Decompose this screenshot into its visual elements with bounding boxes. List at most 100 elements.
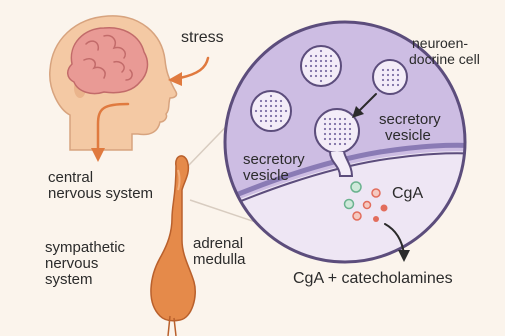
stress-arrow [168,58,208,86]
vesicle-granule-dot [265,115,267,117]
vesicle-granule-dot [310,70,312,72]
vesicle-granule-dot [280,110,282,112]
label-stress: stress [181,30,224,47]
vesicle-granule-dot [325,70,327,72]
vesicle-granule-dot [270,120,272,122]
vesicle-granule-dot [329,128,331,130]
vesicle-granule-dot [270,95,272,97]
vesicle-granule-dot [339,128,341,130]
vesicle-granule-dot [329,143,331,145]
vesicle-granule-dot [325,55,327,57]
vesicle-granule-dot [280,105,282,107]
vesicle-granule-dot [392,79,394,81]
label-adrenal-medulla-1: adrenal [193,236,243,252]
vesicle-granule-dot [320,50,322,52]
vesicle-granule-dot [339,118,341,120]
vesicle-granule-dot [260,110,262,112]
vesicle-granule-dot [334,123,336,125]
label-sympathetic-nervous-system-2: nervous [45,256,98,272]
vesicle-granule-dot [344,118,346,120]
vesicle-granule-dot [324,118,326,120]
brain-icon [68,28,148,94]
vesicle-granule-dot [330,65,332,67]
vesicle-granule-dot [310,60,312,62]
vesicle-granule-dot [270,105,272,107]
vesicle-granule-dot [330,75,332,77]
vesicle-top-right [373,60,407,94]
label-central-nervous-system-2: nervous system [48,186,153,202]
label-central-nervous-system-1: central [48,170,93,186]
vesicle-granule-dot [349,123,351,125]
vesicle-granule-dot [324,128,326,130]
vesicle-granule-dot [334,138,336,140]
vesicle-granule-dot [387,69,389,71]
vesicle-granule-dot [349,128,351,130]
vesicle-granule-dot [330,55,332,57]
vesicle-granule-dot [382,84,384,86]
vesicle-granule-dot [275,115,277,117]
vesicle-granule-dot [275,105,277,107]
vesicle-granule-dot [260,120,262,122]
vesicle-granule-dot [387,84,389,86]
vesicle-granule-dot [320,55,322,57]
vesicle-granule-dot [260,115,262,117]
vesicle-granule-dot [280,100,282,102]
vesicle-granule-dot [329,133,331,135]
vesicle-granule-dot [344,133,346,135]
label-secretory-vesicle-left-1: secretory [243,152,305,168]
vesicle-granule-dot [280,120,282,122]
vesicle-granule-dot [260,105,262,107]
vesicle-granule-dot [330,70,332,72]
vesicle-granule-dot [339,138,341,140]
vesicle-granule-dot [315,70,317,72]
vesicle-granule-dot [270,100,272,102]
vesicle-granule-dot [382,79,384,81]
vesicle-granule-dot [285,110,287,112]
vesicle-granule-dot [349,133,351,135]
vesicle-granule-dot [392,74,394,76]
vesicle-granule-dot [315,60,317,62]
vesicle-granule-dot [275,120,277,122]
vesicle-granule-dot [324,138,326,140]
vesicle-granule-dot [310,65,312,67]
vesicle-granule-dot [334,133,336,135]
vesicle-granule-dot [265,110,267,112]
vesicle-granule-dot [329,118,331,120]
label-cga: CgA [392,186,423,203]
vesicle-granule-dot [329,138,331,140]
vesicle-granule-dot [320,75,322,77]
vesicle-granule-dot [349,138,351,140]
vesicle-granule-dot [329,123,331,125]
vesicle-granule-dot [339,123,341,125]
vesicle-granule-dot [397,69,399,71]
vesicle-granule-dot [397,74,399,76]
vesicle-granule-dot [325,60,327,62]
vesicle-granule-dot [270,110,272,112]
vesicle-granule-dot [320,70,322,72]
vesicle-granule-dot [397,79,399,81]
vesicle-granule-dot [344,143,346,145]
label-sympathetic-nervous-system-3: system [45,272,93,288]
label-secretory-vesicle-right-1: secretory [379,112,441,128]
vesicle-granule-dot [334,118,336,120]
label-neuroendocrine-cell-1: neuroen- [412,36,468,51]
vesicle-granule-dot [387,74,389,76]
vesicle-granule-dot [344,128,346,130]
vesicle-granule-dot [335,65,337,67]
vesicle-granule-dot [270,125,272,127]
vesicle-granule-dot [334,143,336,145]
vesicle-granule-dot [324,133,326,135]
vesicle-granule-dot [339,143,341,145]
vesicle-granule-dot [315,75,317,77]
vesicle-granule-dot [382,69,384,71]
vesicle-granule-dot [265,105,267,107]
label-neuroendocrine-cell-2: docrine cell [409,52,480,67]
label-sympathetic-nervous-system-1: sympathetic [45,240,125,256]
vesicle-granule-dot [392,84,394,86]
vesicle-granule-dot [275,100,277,102]
vesicle-granule-dot [275,110,277,112]
label-adrenal-medulla-2: medulla [193,252,246,268]
vesicle-granule-dot [344,138,346,140]
vesicle-granule-dot [387,79,389,81]
